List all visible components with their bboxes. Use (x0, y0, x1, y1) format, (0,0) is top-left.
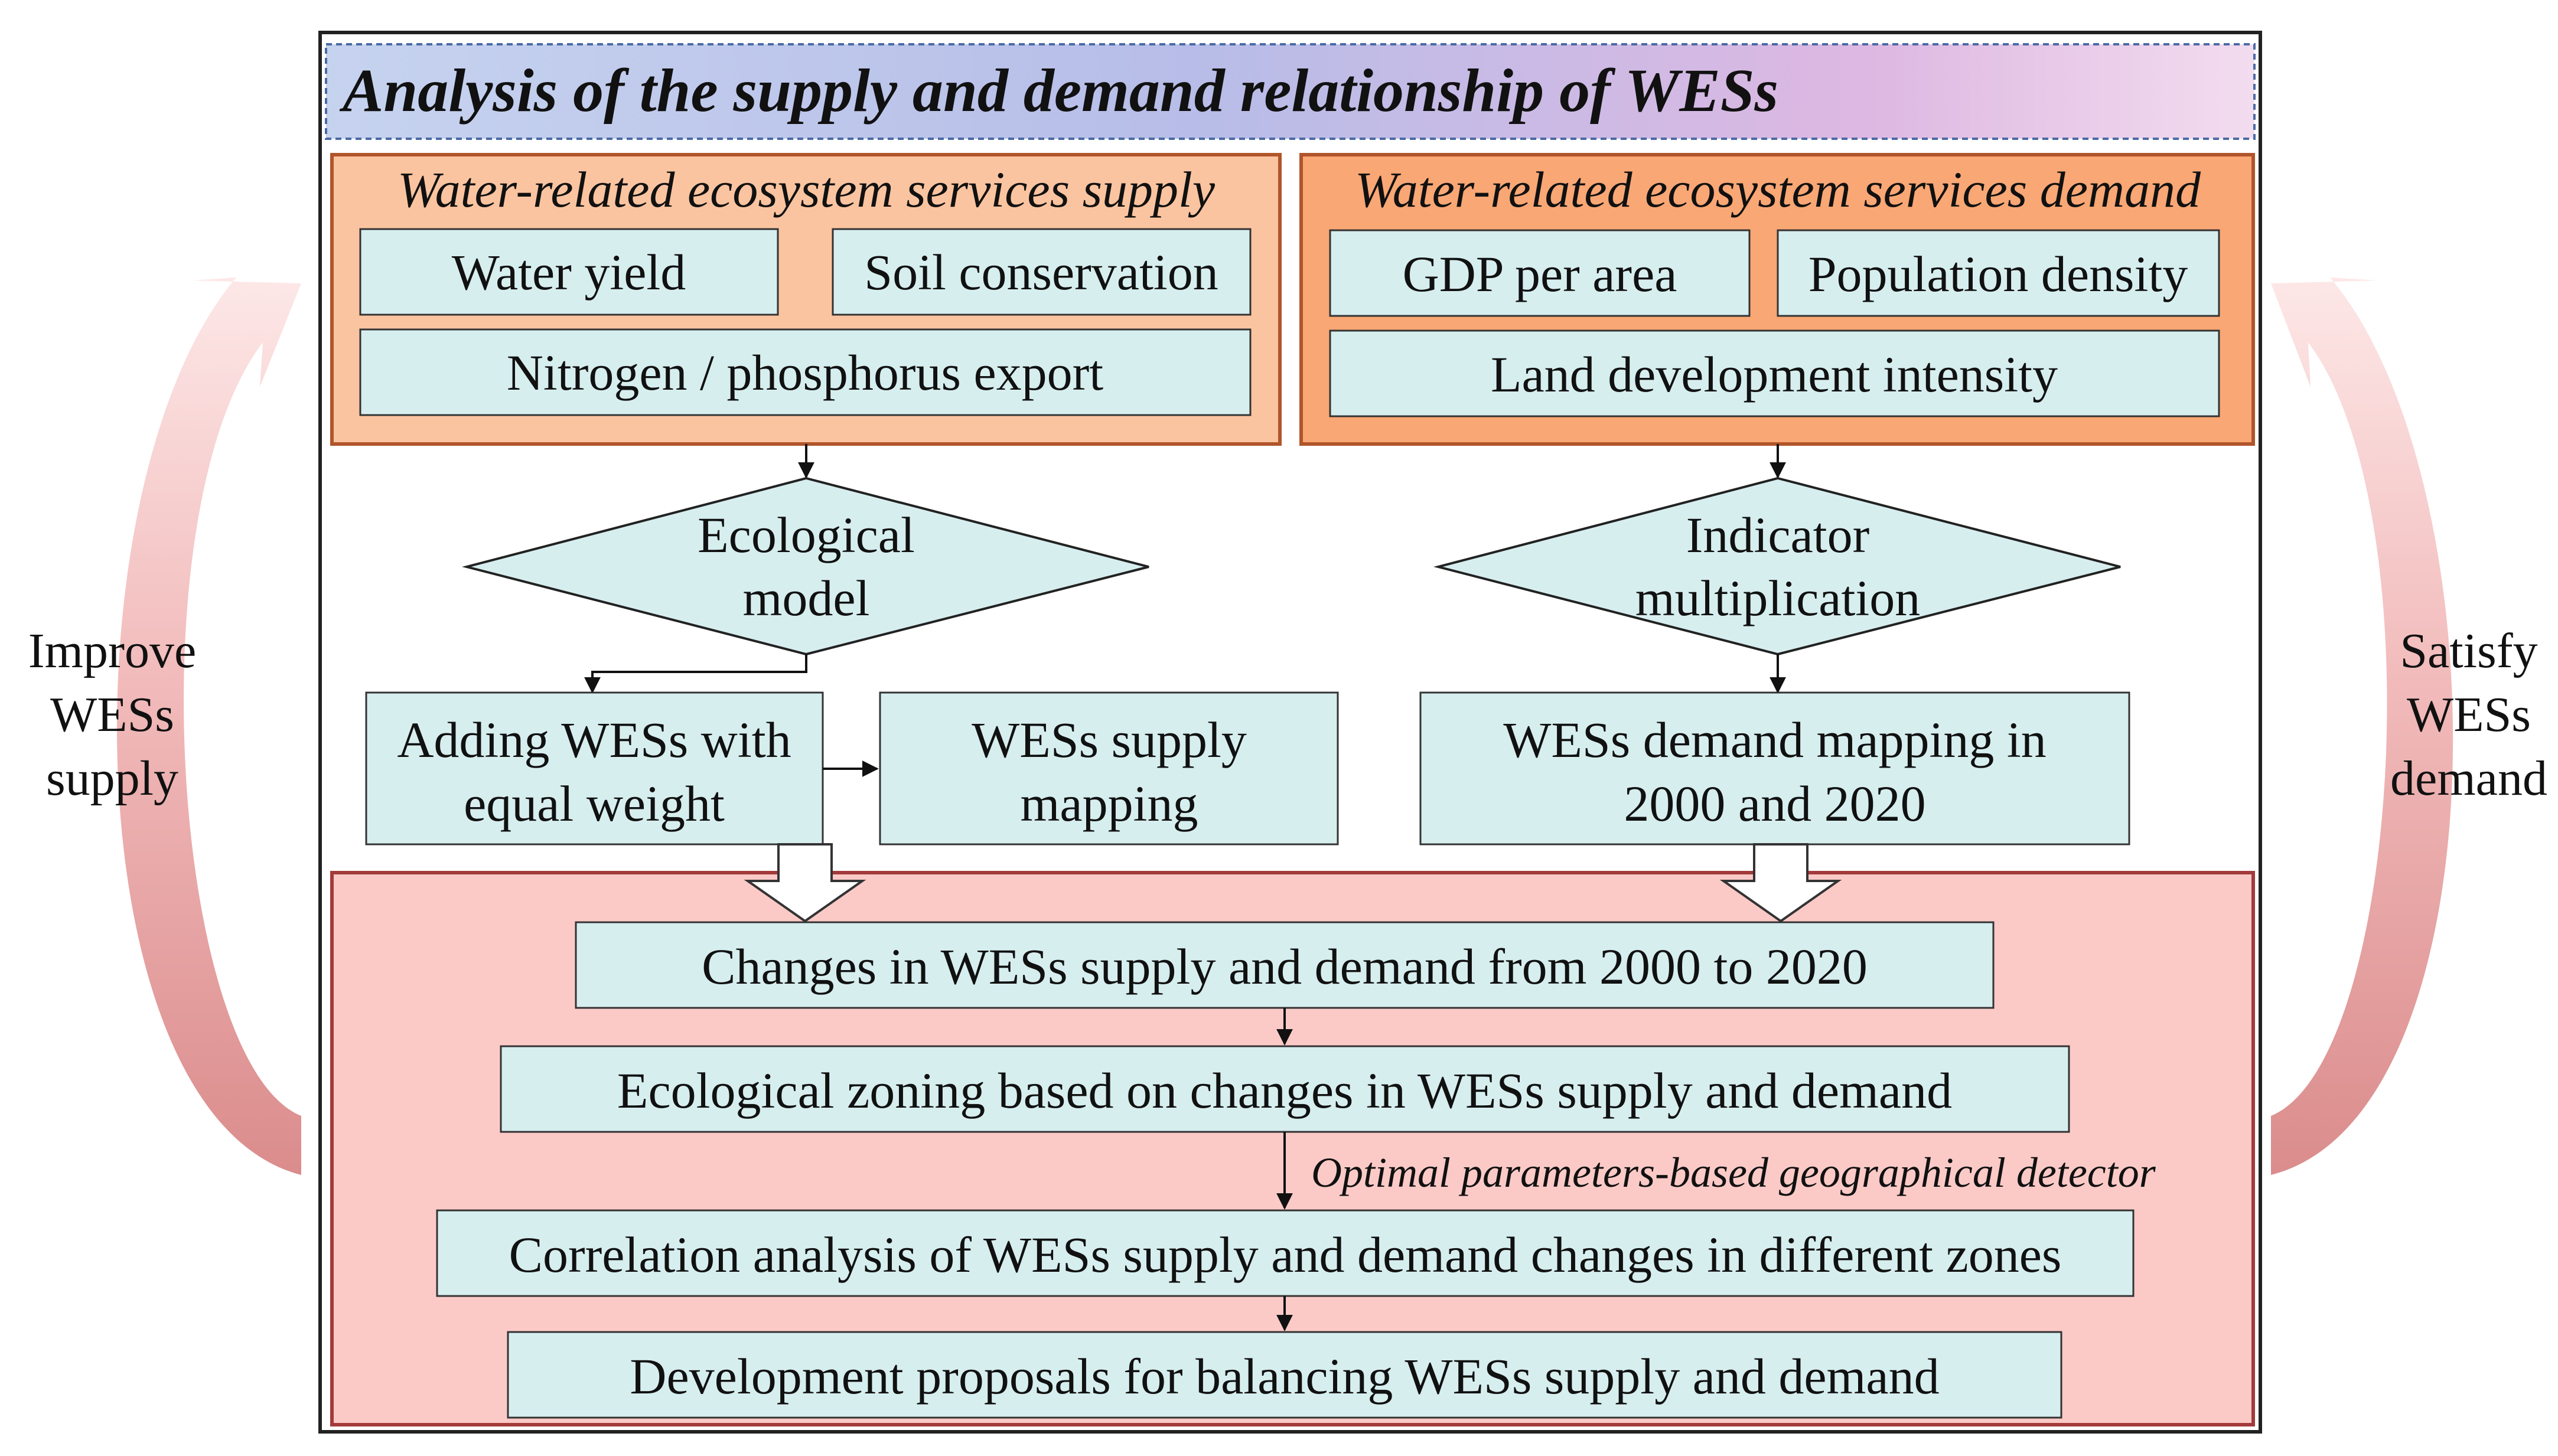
supply-mapping-label-line2: mapping (1021, 775, 1198, 832)
supply-mapping-label-line1: WESs supply (972, 711, 1247, 768)
population-density-box (1777, 229, 2220, 317)
title-bar (325, 43, 2256, 140)
supply-mapping-box (879, 691, 1339, 845)
gdp-per-area-label: GDP per area (1403, 246, 1677, 302)
adding-wess-label-line1: Adding WESs with (397, 711, 791, 768)
soil-conservation-box (832, 228, 1252, 316)
supply-block-arrow (744, 843, 866, 923)
gdp-per-area-box (1329, 229, 1751, 317)
improve-curved-arrow (117, 278, 301, 1175)
diagram-title: Analysis of the supply and demand relati… (339, 57, 1778, 125)
adding-wess-box (365, 691, 824, 845)
improve-label-line3: supply (46, 751, 178, 806)
correlation-label: Correlation analysis of WESs supply and … (509, 1226, 2062, 1283)
water-yield-box (359, 228, 779, 316)
zoning-label: Ecological zoning based on changes in WE… (617, 1062, 1952, 1119)
changes-label: Changes in WESs supply and demand from 2… (702, 938, 1868, 995)
zoning-box (500, 1045, 2070, 1133)
soil-conservation-label: Soil conservation (864, 244, 1218, 301)
land-development-label: Land development intensity (1491, 346, 2058, 403)
demand-block-arrow (1719, 843, 1842, 923)
proposals-box (507, 1331, 2062, 1419)
indicator-multiplication-label-line2: multiplication (1635, 570, 1921, 626)
demand-mapping-label-line2: 2000 and 2020 (1624, 775, 1925, 832)
demand-mapping-box (1419, 691, 2130, 845)
satisfy-label-line2: WESs (2407, 687, 2531, 742)
population-density-label: Population density (1808, 246, 2188, 302)
supply-heading: Water-related ecosystem services supply (397, 161, 1216, 218)
improve-label-line2: WESs (50, 687, 174, 742)
land-development-box (1329, 329, 2220, 417)
model-to-adding-connector (584, 654, 807, 694)
correlation-box (436, 1209, 2135, 1297)
proposals-label: Development proposals for balancing WESs… (630, 1348, 1939, 1405)
satisfy-label-line1: Satisfy (2400, 623, 2537, 678)
changes-box (575, 921, 1995, 1009)
demand-heading: Water-related ecosystem services demand (1355, 161, 2201, 218)
ecological-model-label-line2: model (743, 570, 870, 626)
ecological-model-label-line1: Ecological (698, 507, 915, 563)
demand-mapping-label-line1: WESs demand mapping in (1503, 711, 2047, 768)
improve-label-line1: Improve (28, 623, 197, 678)
detector-note: Optimal parameters-based geographical de… (1311, 1149, 2156, 1196)
indicator-multiplication-label-line1: Indicator (1686, 507, 1869, 563)
satisfy-label-line3: demand (2390, 751, 2547, 806)
adding-wess-label-line2: equal weight (464, 775, 725, 832)
water-yield-label: Water yield (452, 244, 686, 301)
satisfy-curved-arrow (2271, 278, 2453, 1175)
nitrogen-phosphorus-box (359, 328, 1252, 416)
nitrogen-phosphorus-label: Nitrogen / phosphorus export (507, 344, 1103, 401)
